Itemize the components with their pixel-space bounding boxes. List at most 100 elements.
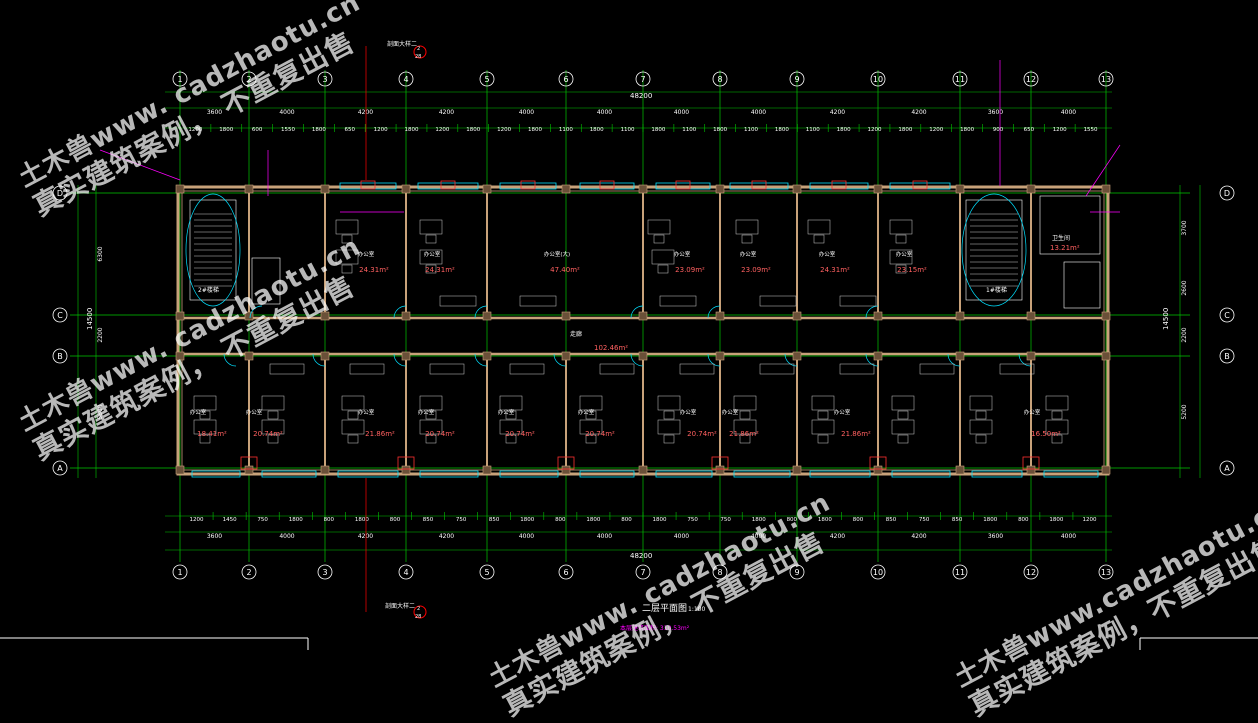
desk: [499, 395, 523, 411]
structural-column: [873, 184, 883, 194]
desk: [811, 419, 835, 435]
axis-bubble-4: [398, 564, 414, 580]
desk: [499, 419, 523, 435]
dim-segment-top: 1200: [497, 127, 511, 133]
corridor-label: 走廊: [570, 330, 582, 338]
service-shaft-left: [251, 257, 281, 305]
chair: [895, 264, 907, 274]
section-sheet-top: 28: [415, 54, 421, 60]
chair: [1051, 410, 1063, 420]
dim-segment-top: 1800: [775, 127, 789, 133]
dim-segment-top: 1800: [405, 127, 419, 133]
dim-segment-top: 1100: [806, 127, 820, 133]
chair: [657, 264, 669, 274]
dim-segment-bottom: 1800: [653, 517, 667, 523]
dim-segment-bottom: 800: [390, 517, 401, 523]
ac-unit-north: [675, 180, 691, 190]
structural-column: [244, 184, 254, 194]
desk: [419, 249, 443, 265]
chair: [817, 410, 829, 420]
axis-label-1: 1: [177, 568, 182, 577]
structural-column: [482, 184, 492, 194]
room-area-top: 24.31m²: [359, 266, 389, 274]
axis-label-4: 4: [403, 75, 408, 84]
chair: [199, 410, 211, 420]
structural-column: [1101, 465, 1111, 475]
desk: [889, 219, 913, 235]
axis-label-2: 2: [246, 75, 251, 84]
sofa: [509, 363, 545, 375]
dim-segment-top: 1800: [312, 127, 326, 133]
furniture-layer: [193, 219, 1069, 444]
dim-segment-top: 650: [1024, 127, 1035, 133]
dim-segment-top: 1800: [219, 127, 233, 133]
room-name-top: 办公室: [896, 250, 913, 258]
room-area-bottom: 20.74m²: [585, 430, 615, 438]
ac-unit-south: [397, 456, 415, 470]
room-area-bottom: 21.86m²: [365, 430, 395, 438]
section-no-bottom: 2: [417, 606, 420, 612]
dim-segment-bottom: 1800: [289, 517, 303, 523]
structural-column: [320, 465, 330, 475]
axis-bubble-2: [241, 564, 257, 580]
axis-label-8: 8: [717, 75, 722, 84]
section-marker-top[interactable]: [413, 45, 427, 59]
dim-span-bottom: 4000: [1061, 533, 1076, 540]
structural-column: [715, 465, 725, 475]
ac-unit-north: [912, 180, 928, 190]
structural-column: [638, 351, 648, 361]
corridor-area: 102.46m²: [594, 344, 628, 352]
door-swing-south: [553, 353, 567, 367]
axis-bubble-9: [789, 71, 805, 87]
axis-bubble-11: [952, 564, 968, 580]
structural-column: [715, 184, 725, 194]
axis-bubble-D: [1219, 185, 1235, 201]
dim-segment-bottom: 800: [555, 517, 566, 523]
desk: [891, 419, 915, 435]
toilet-room: [1039, 195, 1101, 255]
axis-bubble-6: [558, 564, 574, 580]
sofa: [839, 363, 875, 375]
structural-column: [320, 311, 330, 321]
desk: [1045, 419, 1069, 435]
dim-segment-top: 1800: [651, 127, 665, 133]
room-name-top: 办公室: [424, 250, 441, 258]
dim-segment-bottom: 800: [1018, 517, 1029, 523]
room-name-bottom: 办公室: [680, 408, 697, 416]
chair: [897, 410, 909, 420]
ac-unit-north: [751, 180, 767, 190]
walls-layer: [175, 180, 1111, 478]
depth-dim-left: 14500: [86, 308, 94, 330]
room-name-top: 办公室: [358, 250, 375, 258]
dim-segment-top: 1100: [744, 127, 758, 133]
structural-column: [955, 184, 965, 194]
chair: [505, 434, 517, 444]
section-marker-bottom[interactable]: [413, 605, 427, 619]
drawing-title: 二层平面图: [642, 603, 687, 614]
structural-column: [320, 351, 330, 361]
dim-segment-top: 1200: [374, 127, 388, 133]
axis-bubble-8: [712, 71, 728, 87]
desk: [889, 249, 913, 265]
desk: [891, 395, 915, 411]
structural-column: [873, 311, 883, 321]
axis-label-A: A: [57, 464, 63, 473]
dim-segment-bottom: 1200: [1082, 517, 1096, 523]
room-name-bottom: 办公室: [358, 408, 375, 416]
structural-column: [482, 465, 492, 475]
window-south: [1043, 470, 1099, 478]
room-name-top: 办公室: [674, 250, 691, 258]
door-swing-north: [249, 305, 263, 319]
chair: [653, 234, 665, 244]
axis-bubble-10: [870, 564, 886, 580]
chair: [739, 410, 751, 420]
axis-bubble-5: [479, 71, 495, 87]
dim-span-top: 4000: [519, 109, 534, 116]
desk: [579, 419, 603, 435]
dim-span-bottom: 4000: [597, 533, 612, 540]
dim-span-bottom: 4200: [439, 533, 454, 540]
ac-unit-south: [240, 456, 258, 470]
dim-segment-bottom: 1800: [355, 517, 369, 523]
structural-column: [401, 465, 411, 475]
